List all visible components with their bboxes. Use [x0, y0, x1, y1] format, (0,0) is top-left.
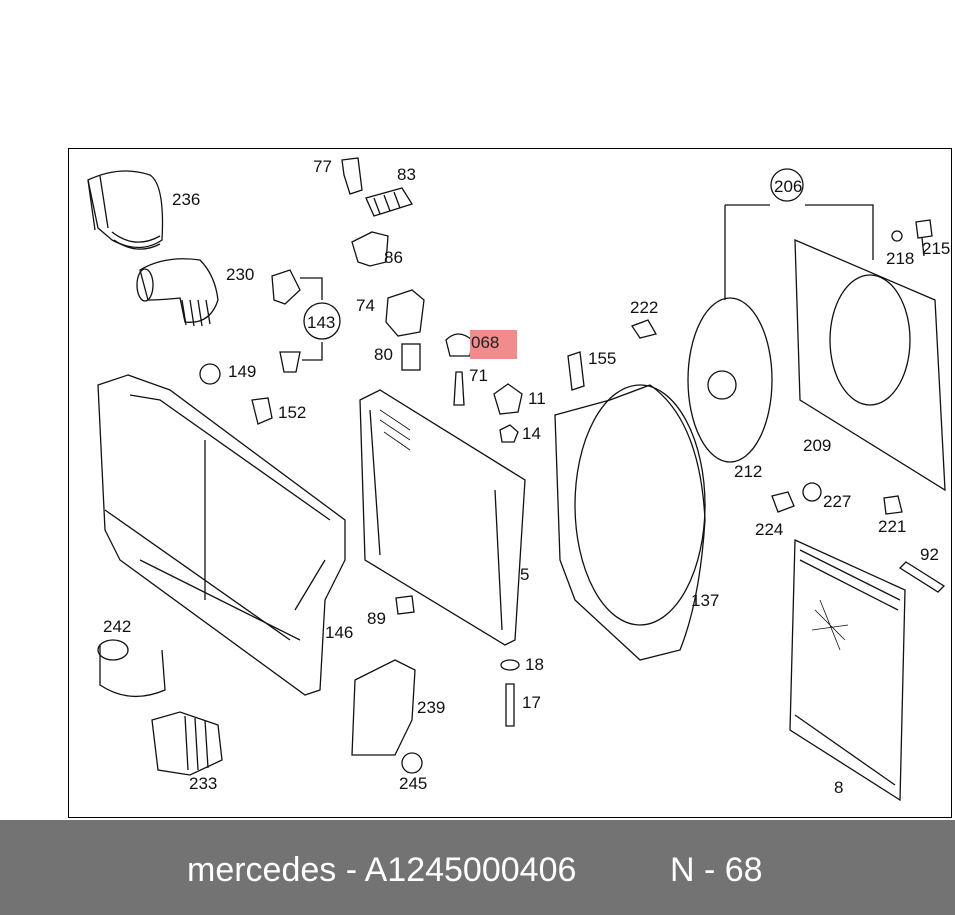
label-92: 92: [920, 545, 939, 564]
label-239: 239: [417, 698, 445, 717]
switch-11: [493, 383, 523, 415]
grommet-89: [395, 595, 415, 615]
radiator-5: [359, 389, 526, 646]
label-86: 86: [384, 248, 403, 267]
label-222: 222: [630, 298, 658, 317]
seal-18: [500, 659, 520, 671]
label-212: 212: [734, 462, 762, 481]
label-17: 17: [522, 693, 541, 712]
label-89: 89: [367, 609, 386, 628]
grommet-149: [199, 363, 221, 385]
footer-reference: N - 68: [670, 851, 763, 889]
label-152: 152: [278, 403, 306, 422]
clip-155: [567, 351, 585, 391]
label-209: 209: [803, 436, 831, 455]
shroud-146: [97, 374, 346, 696]
plug-17: [505, 683, 515, 727]
bracket-239: [351, 659, 416, 756]
label-18: 18: [525, 655, 544, 674]
fan-shroud-137: [554, 384, 706, 661]
sensor-71: [453, 371, 465, 406]
boot-233: [151, 711, 223, 776]
cap-068: [445, 333, 473, 357]
label-245: 245: [399, 774, 427, 793]
footer-part-number: mercedes - A1245000406: [187, 851, 577, 889]
bolt-215: [915, 219, 933, 257]
label-74: 74: [356, 296, 375, 315]
label-137: 137: [691, 591, 719, 610]
label-215: 215: [922, 239, 950, 258]
label-8: 8: [834, 778, 843, 797]
clip-83: [365, 187, 413, 217]
diagram-frame: [68, 148, 952, 818]
label-155: 155: [588, 349, 616, 368]
highlighted-part-label: 068: [471, 333, 500, 352]
grommet-227: [802, 482, 822, 502]
washer-218: [891, 230, 903, 242]
label-5: 5: [520, 565, 529, 584]
bracket-74: [385, 289, 425, 337]
fan-assembly-206: [687, 168, 946, 492]
label-206: 206: [774, 177, 802, 196]
radiator-8: [789, 539, 906, 802]
label-14: 14: [522, 424, 541, 443]
label-236: 236: [172, 190, 200, 209]
callout-143: [271, 269, 341, 373]
highlighted-part-marker: [470, 330, 517, 359]
label-233: 233: [189, 774, 217, 793]
clip-86: [351, 231, 389, 267]
label-146: 146: [325, 623, 353, 642]
label-77: 77: [313, 157, 332, 176]
label-224: 224: [755, 520, 783, 539]
pad-80: [401, 343, 421, 371]
plug-245: [401, 752, 423, 774]
clip-152: [251, 397, 273, 425]
label-242: 242: [103, 617, 131, 636]
label-71: 71: [469, 366, 488, 385]
clip-222: [631, 319, 657, 339]
footer-bar: [0, 820, 955, 915]
label-227: 227: [823, 492, 851, 511]
intake-230: [136, 258, 219, 327]
label-230: 230: [226, 265, 254, 284]
label-149: 149: [228, 362, 256, 381]
label-83: 83: [397, 165, 416, 184]
nut-14: [499, 424, 519, 443]
nut-221: [883, 495, 903, 515]
label-221: 221: [878, 517, 906, 536]
label-143: 143: [307, 313, 335, 332]
label-218: 218: [886, 249, 914, 268]
switch-224: [771, 491, 795, 513]
label-80: 80: [374, 345, 393, 364]
air-duct-236: [87, 170, 164, 250]
sleeve-242: [97, 639, 166, 698]
hose-92: [898, 561, 946, 593]
clip-77: [341, 157, 363, 195]
label-11: 11: [528, 389, 546, 408]
